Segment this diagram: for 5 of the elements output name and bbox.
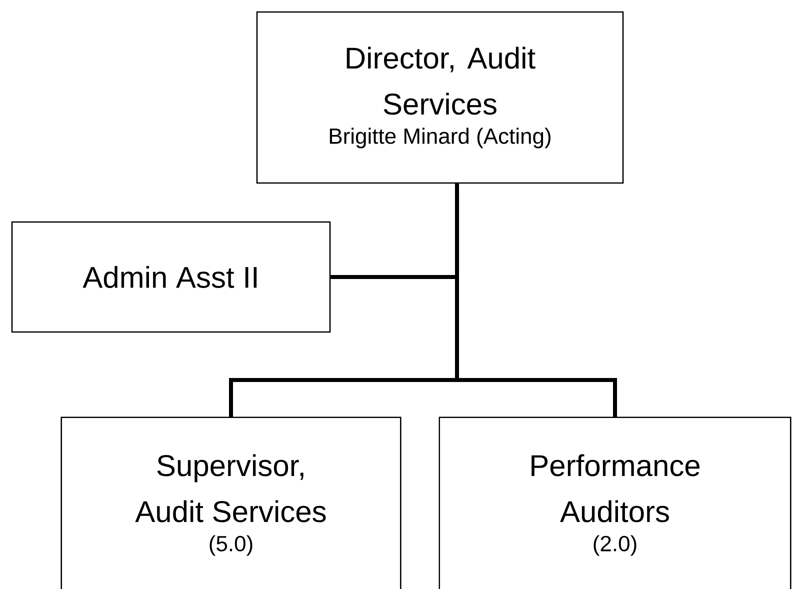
connector-line bbox=[455, 184, 617, 418]
org-box: Performance Auditors (2.0) bbox=[438, 416, 792, 589]
org-box: Admin Asst II bbox=[11, 221, 331, 333]
org-box: Director, Audit Services Brigitte Minard (Acting) bbox=[256, 11, 624, 184]
org-box: Supervisor, Audit Services (5.0) bbox=[60, 416, 402, 589]
